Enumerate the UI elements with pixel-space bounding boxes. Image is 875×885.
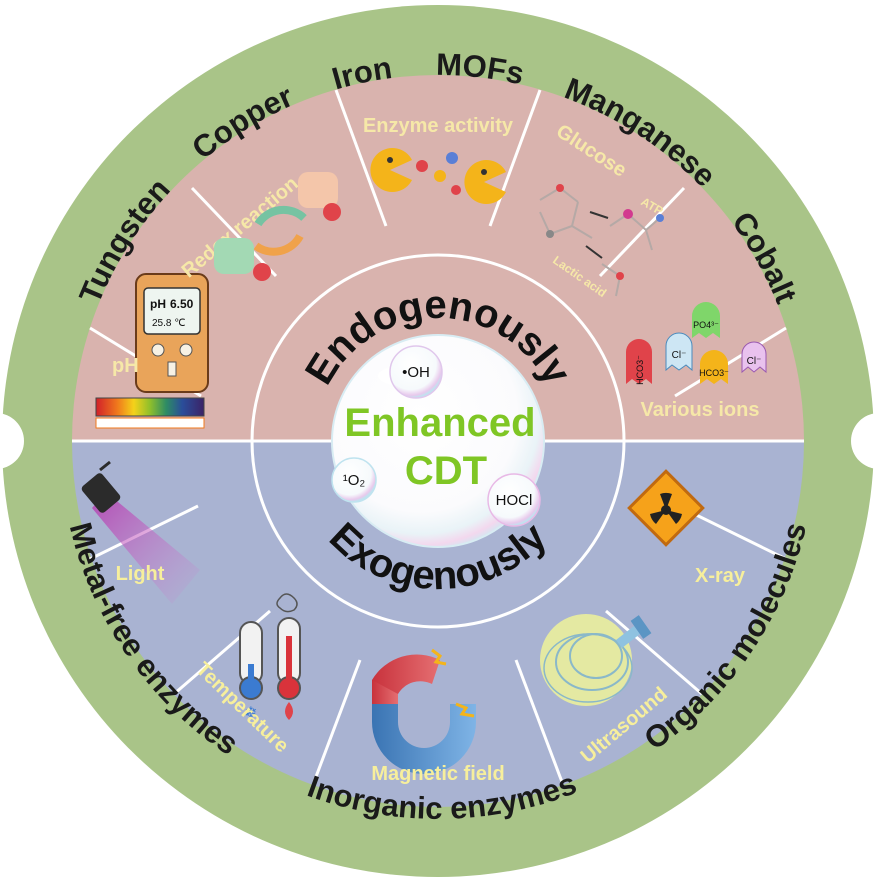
sector-light: Light [81,460,200,604]
label-ph: pH [112,355,139,377]
radiation-icon [627,469,705,547]
sector-ph: pH 6.50 25.8 ℃ pH [95,273,209,429]
redox-cycle-icon [214,172,341,281]
bubble-hocl: HOCl [487,473,541,527]
svg-text:❄: ❄ [244,705,257,722]
label-enzyme: Enzyme activity [363,115,514,137]
center-line-1: Enhanced [344,401,535,445]
ion-3: PO4³⁻ [693,320,719,330]
sector-enzyme: Enzyme activity [363,115,514,205]
magnet-icon [372,648,476,774]
bubble-oh: •OH [389,345,443,399]
species-singlet-oxygen: ¹O₂ [343,472,366,489]
glucose-molecule-icon [539,184,664,297]
sector-ions: HCO3⁻ Cl⁻ PO4³⁻ HCO3⁻ Cl⁻ Various ions [626,302,767,421]
ion-1: HCO3⁻ [635,355,645,385]
label-xray: X-ray [695,565,746,587]
spotlight-icon [81,460,200,604]
ph-meter-icon: pH 6.50 25.8 ℃ [95,273,209,429]
ph-meter-unit: pH [150,297,166,311]
ion-2: Cl⁻ [672,350,687,361]
sector-magnet: Magnetic field [371,648,505,785]
middle-ring [250,253,626,629]
species-oh: •OH [402,364,430,381]
ph-meter-value: 6.50 [170,297,194,311]
sector-xray: X-ray [627,469,746,587]
ion-5: Cl⁻ [747,356,762,367]
ph-meter-temp: 25.8 ℃ [152,318,185,329]
ultrasound-icon [540,614,652,706]
label-various-ions: Various ions [641,399,760,421]
bubble-singlet-oxygen: ¹O₂ [331,457,377,503]
ion-ghosts-icon: HCO3⁻ Cl⁻ PO4³⁻ HCO3⁻ Cl⁻ [626,302,767,385]
endogenous-region [72,75,804,441]
center-line-2: CDT [405,449,487,493]
label-magnetic-field: Magnetic field [371,763,504,785]
enzyme-pacman-icon [370,147,506,205]
label-light: Light [116,563,165,585]
ion-4: HCO3⁻ [699,368,729,378]
thermometer-icon: ❄ [239,593,301,722]
exogenous-region [72,441,804,807]
species-hocl: HOCl [496,492,533,509]
center-bubble: •OH ¹O₂ HOCl Enhanced CDT [331,334,545,548]
